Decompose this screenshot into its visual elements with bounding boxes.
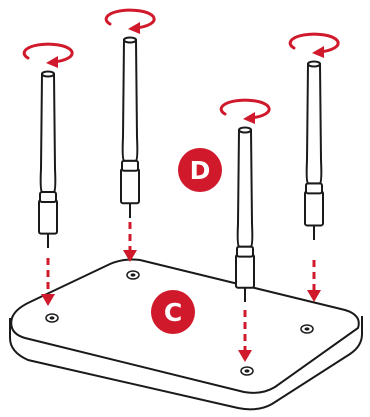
rotate-arrow-icon [219,98,271,124]
antenna-collar [121,159,139,172]
callout-label-c: C [164,298,182,327]
base-plate [9,258,363,411]
antenna-whip [236,129,254,248]
antenna [288,32,340,302]
antenna [22,42,74,306]
mounting-hole [45,313,59,323]
antenna [104,8,156,262]
antenna-whip [39,73,57,193]
antenna-tip [123,36,137,44]
antenna-collar [39,191,57,203]
antenna-group [22,8,340,362]
rotate-arrow-icon [288,32,340,58]
antenna-tip [238,126,252,134]
antenna-body [38,199,58,235]
antenna-tip [41,70,55,78]
antenna-body [120,167,140,205]
antenna-collar [236,245,254,258]
antenna-whip [305,63,323,185]
antenna-whip [121,39,139,162]
antenna-body [304,190,324,227]
arrow-down-head [123,250,137,262]
callout-badge-d: D [178,148,222,192]
callout-badge-c: C [151,290,195,334]
antenna-collar [305,182,323,195]
arrow-down-head [41,294,55,306]
antenna-body [235,253,255,289]
callout-label-d: D [190,156,211,185]
antenna-tip [307,60,321,68]
rotate-arrow-icon [22,42,74,68]
mounting-hole [300,324,314,334]
mounting-hole [240,366,254,376]
rotate-arrow-icon [104,8,156,34]
antenna [219,98,271,362]
mounting-hole [126,270,140,280]
arrow-down-head [307,290,321,302]
arrow-down-head [238,350,252,362]
